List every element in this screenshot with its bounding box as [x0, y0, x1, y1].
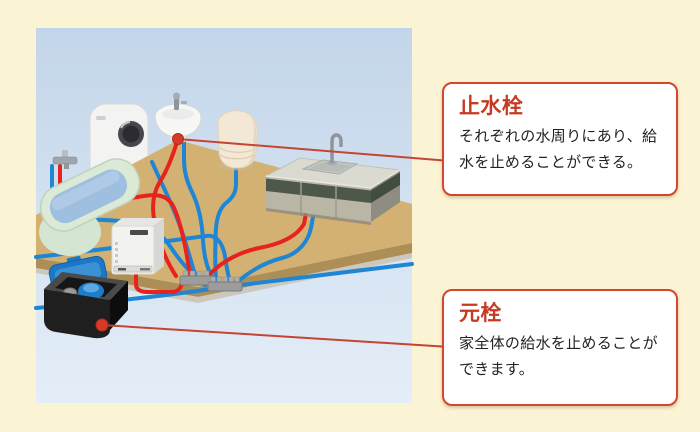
main-valve-dot: [95, 318, 109, 332]
basin-faucet-icon: [173, 92, 187, 110]
callout-body: それぞれの水周りにあり、給水を止めることができる。: [459, 128, 658, 171]
kitchen-sink-counter-icon: [264, 133, 402, 225]
callout-title: 止水栓: [459, 95, 524, 118]
callout-main-valve: 元栓 家全体の給水を止めることができます。: [442, 289, 678, 406]
cold-water-manifold: [207, 276, 243, 292]
water-heater-icon: [111, 218, 164, 275]
leader-lines: [101, 138, 451, 348]
shutoff-valve-leader-line: [177, 138, 451, 162]
callout-shutoff-valve: 止水栓 それぞれの水周りにあり、給水を止めることができる。: [442, 82, 678, 196]
toilet-icon: [217, 110, 258, 171]
bathtub-icon: [39, 150, 141, 256]
main-valve-leader-line: [101, 324, 451, 348]
stop-valve-dot: [172, 133, 184, 145]
water-meter-box-icon: [44, 255, 128, 339]
kitchen-faucet-icon: [327, 133, 343, 166]
callout-body: 家全体の給水を止めることができます。: [459, 335, 658, 378]
callout-title: 元栓: [459, 302, 502, 325]
bathtub-faucet-icon: [52, 150, 78, 169]
main-valve-icon: [78, 282, 104, 300]
